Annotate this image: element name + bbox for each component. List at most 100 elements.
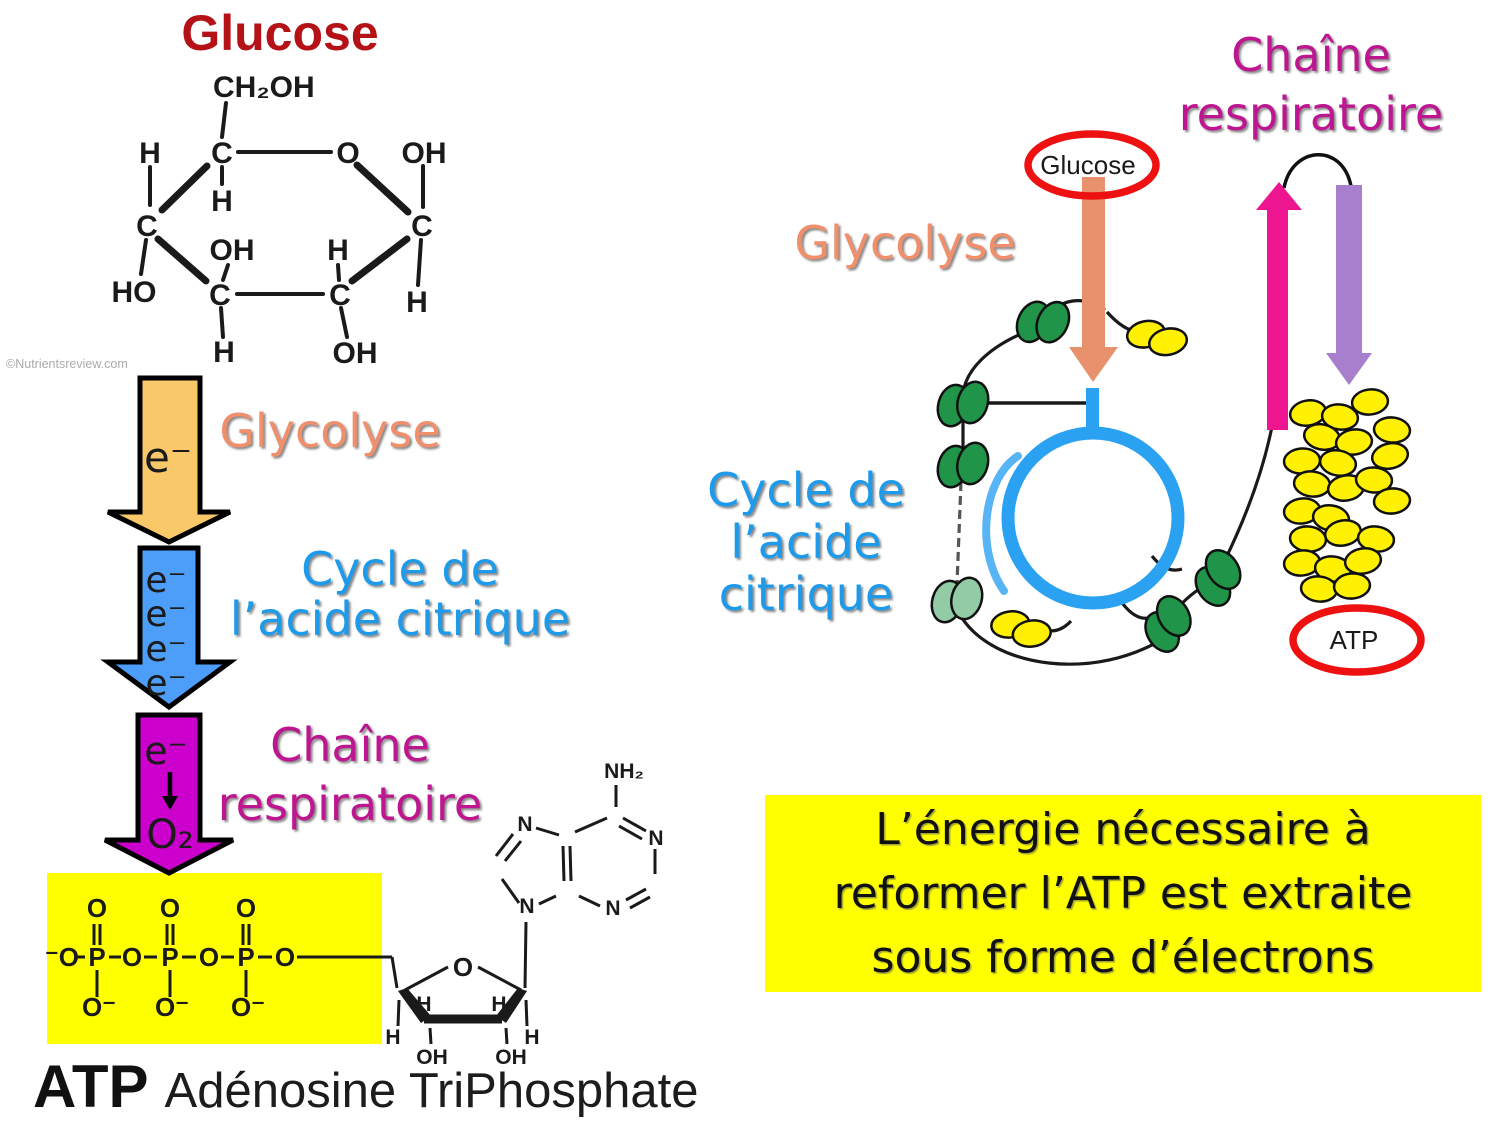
svg-text:N: N — [517, 813, 532, 836]
adenine-ring: N N N N NH₂ — [494, 760, 664, 920]
svg-text:C: C — [209, 279, 231, 312]
info-box-line3: sous forme d’électrons — [871, 931, 1375, 983]
svg-text:O: O — [160, 893, 180, 923]
svg-text:P: P — [237, 942, 254, 972]
atp-cluster — [1282, 388, 1412, 603]
respiratory-chain-line1: Chaîne — [270, 718, 430, 772]
svg-text:O: O — [87, 893, 107, 923]
electron-up-arrow — [1256, 182, 1302, 430]
chain-oxygen-label: O₂ — [146, 812, 194, 858]
svg-text:OH: OH — [416, 1046, 448, 1069]
cycle-inlet-bar — [1086, 388, 1099, 434]
svg-text:C: C — [136, 210, 158, 243]
ribose-ring: O H H H H OH OH — [385, 921, 540, 1069]
respiratory-chain-right-line1: Chaîne — [1231, 28, 1391, 82]
atp-oval — [1289, 604, 1425, 676]
citric-electron-1: e⁻ — [145, 560, 186, 601]
svg-text:C: C — [329, 279, 351, 312]
watermark: ©Nutrientsreview.com — [6, 357, 128, 371]
respiratory-chain-line2: respiratoire — [217, 777, 483, 831]
svg-text:O: O — [336, 137, 359, 170]
glucose-oval-label: Glucose — [1040, 150, 1135, 180]
svg-text:P: P — [161, 942, 178, 972]
respiratory-chain-right-line2: respiratoire — [1178, 87, 1444, 141]
svg-text:O⁻: O⁻ — [155, 992, 189, 1022]
chain-electron-label: e⁻ — [144, 729, 187, 773]
citric-cycle-line2: l’acide citrique — [229, 592, 571, 646]
citric-cycle-line1: Cycle de — [301, 542, 499, 596]
electron-carrier-chain-curves — [955, 299, 1280, 666]
svg-text:OH: OH — [333, 337, 378, 370]
svg-text:H: H — [327, 234, 349, 267]
phosphate-chain-atoms: ⁻O P O P O P O O O O O⁻ O⁻ O⁻ — [45, 893, 295, 1022]
glucose-ring-bonds — [139, 101, 425, 339]
svg-text:N: N — [605, 897, 620, 920]
svg-text:O⁻: O⁻ — [231, 992, 265, 1022]
svg-text:O: O — [199, 942, 219, 972]
info-box-line2: reformer l’ATP est extraite — [833, 867, 1413, 919]
citric-right-line2: l’acide — [730, 515, 882, 569]
glucose-formula-top: CH₂OH — [213, 71, 315, 104]
electron-carrier-light-green — [930, 576, 984, 624]
svg-text:HO: HO — [112, 276, 157, 309]
info-box: L’énergie nécessaire à reformer l’ATP es… — [765, 795, 1481, 992]
citric-electron-3: e⁻ — [145, 629, 186, 670]
svg-text:H: H — [385, 1026, 400, 1049]
citric-electron-4: e⁻ — [145, 663, 186, 704]
energy-down-arrow — [1326, 185, 1372, 385]
info-box-text: L’énergie nécessaire à reformer l’ATP es… — [834, 798, 1413, 990]
svg-text:H: H — [524, 1026, 539, 1049]
svg-text:⁻O: ⁻O — [45, 942, 79, 972]
glucose-title: Glucose — [181, 5, 379, 61]
svg-text:O: O — [453, 952, 473, 982]
svg-text:OH: OH — [210, 234, 255, 267]
svg-text:N: N — [648, 827, 663, 850]
respiratory-chain-label-right: Chaîne respiratoire — [1160, 26, 1462, 144]
respiratory-chain-label-left: Chaîne respiratoire — [205, 716, 495, 834]
glucose-oval — [1024, 130, 1160, 200]
svg-text:H: H — [139, 137, 161, 170]
atp-caption: ATP Adénosine TriPhosphate — [33, 1052, 698, 1121]
atp-pairs — [990, 319, 1189, 648]
glycolysis-label-right: Glycolyse — [794, 216, 1016, 270]
svg-text:OH: OH — [495, 1046, 527, 1069]
svg-text:H: H — [213, 336, 235, 369]
citric-cycle-arrow: e⁻ e⁻ e⁻ e⁻ — [100, 545, 238, 711]
glucose-down-arrow — [1069, 177, 1118, 382]
svg-text:H: H — [416, 993, 431, 1016]
respiratory-chain-arrow: e⁻ O₂ — [103, 712, 235, 876]
electron-to-oxygen-arrowhead — [162, 796, 178, 810]
citric-cycle-label-left: Cycle de l’acide citrique — [190, 544, 610, 644]
citric-cycle-label-right: Cycle de l’acide citrique — [698, 464, 914, 620]
svg-text:N: N — [519, 895, 534, 918]
svg-text:P: P — [88, 942, 105, 972]
info-box-line1: L’énergie nécessaire à — [875, 803, 1371, 855]
electron-carriers-green — [936, 300, 1242, 653]
svg-text:H: H — [406, 286, 428, 319]
svg-text:O: O — [122, 942, 142, 972]
glucose-ring-atoms: CH₂OH H C O OH H C OH H C HO C C H H OH — [112, 71, 447, 370]
glycolysis-arrow: e⁻ — [106, 375, 232, 545]
citric-acid-cycle-circle — [1001, 426, 1185, 610]
atp-abbr: ATP — [33, 1053, 149, 1120]
glycolysis-electron-label: e⁻ — [144, 433, 192, 482]
adenine-nh2-label: NH₂ — [604, 760, 644, 783]
citric-right-line3: citrique — [718, 567, 894, 621]
atp-oval-label: ATP — [1330, 625, 1379, 655]
citric-right-line1: Cycle de — [707, 463, 905, 517]
atp-full-name: Adénosine TriPhosphate — [164, 1064, 699, 1118]
svg-text:O: O — [236, 893, 256, 923]
chain-loop-arc — [1282, 153, 1353, 189]
citric-electron-2: e⁻ — [145, 594, 186, 635]
phosphate-chain-bonds — [75, 924, 399, 997]
cycle-inner-arc — [982, 452, 1022, 595]
svg-text:OH: OH — [402, 137, 447, 170]
svg-text:H: H — [211, 185, 233, 218]
glycolysis-label-left: Glycolyse — [219, 404, 441, 458]
svg-text:O⁻: O⁻ — [82, 992, 116, 1022]
svg-text:C: C — [211, 137, 233, 170]
svg-text:H: H — [491, 993, 506, 1016]
svg-text:C: C — [411, 210, 433, 243]
